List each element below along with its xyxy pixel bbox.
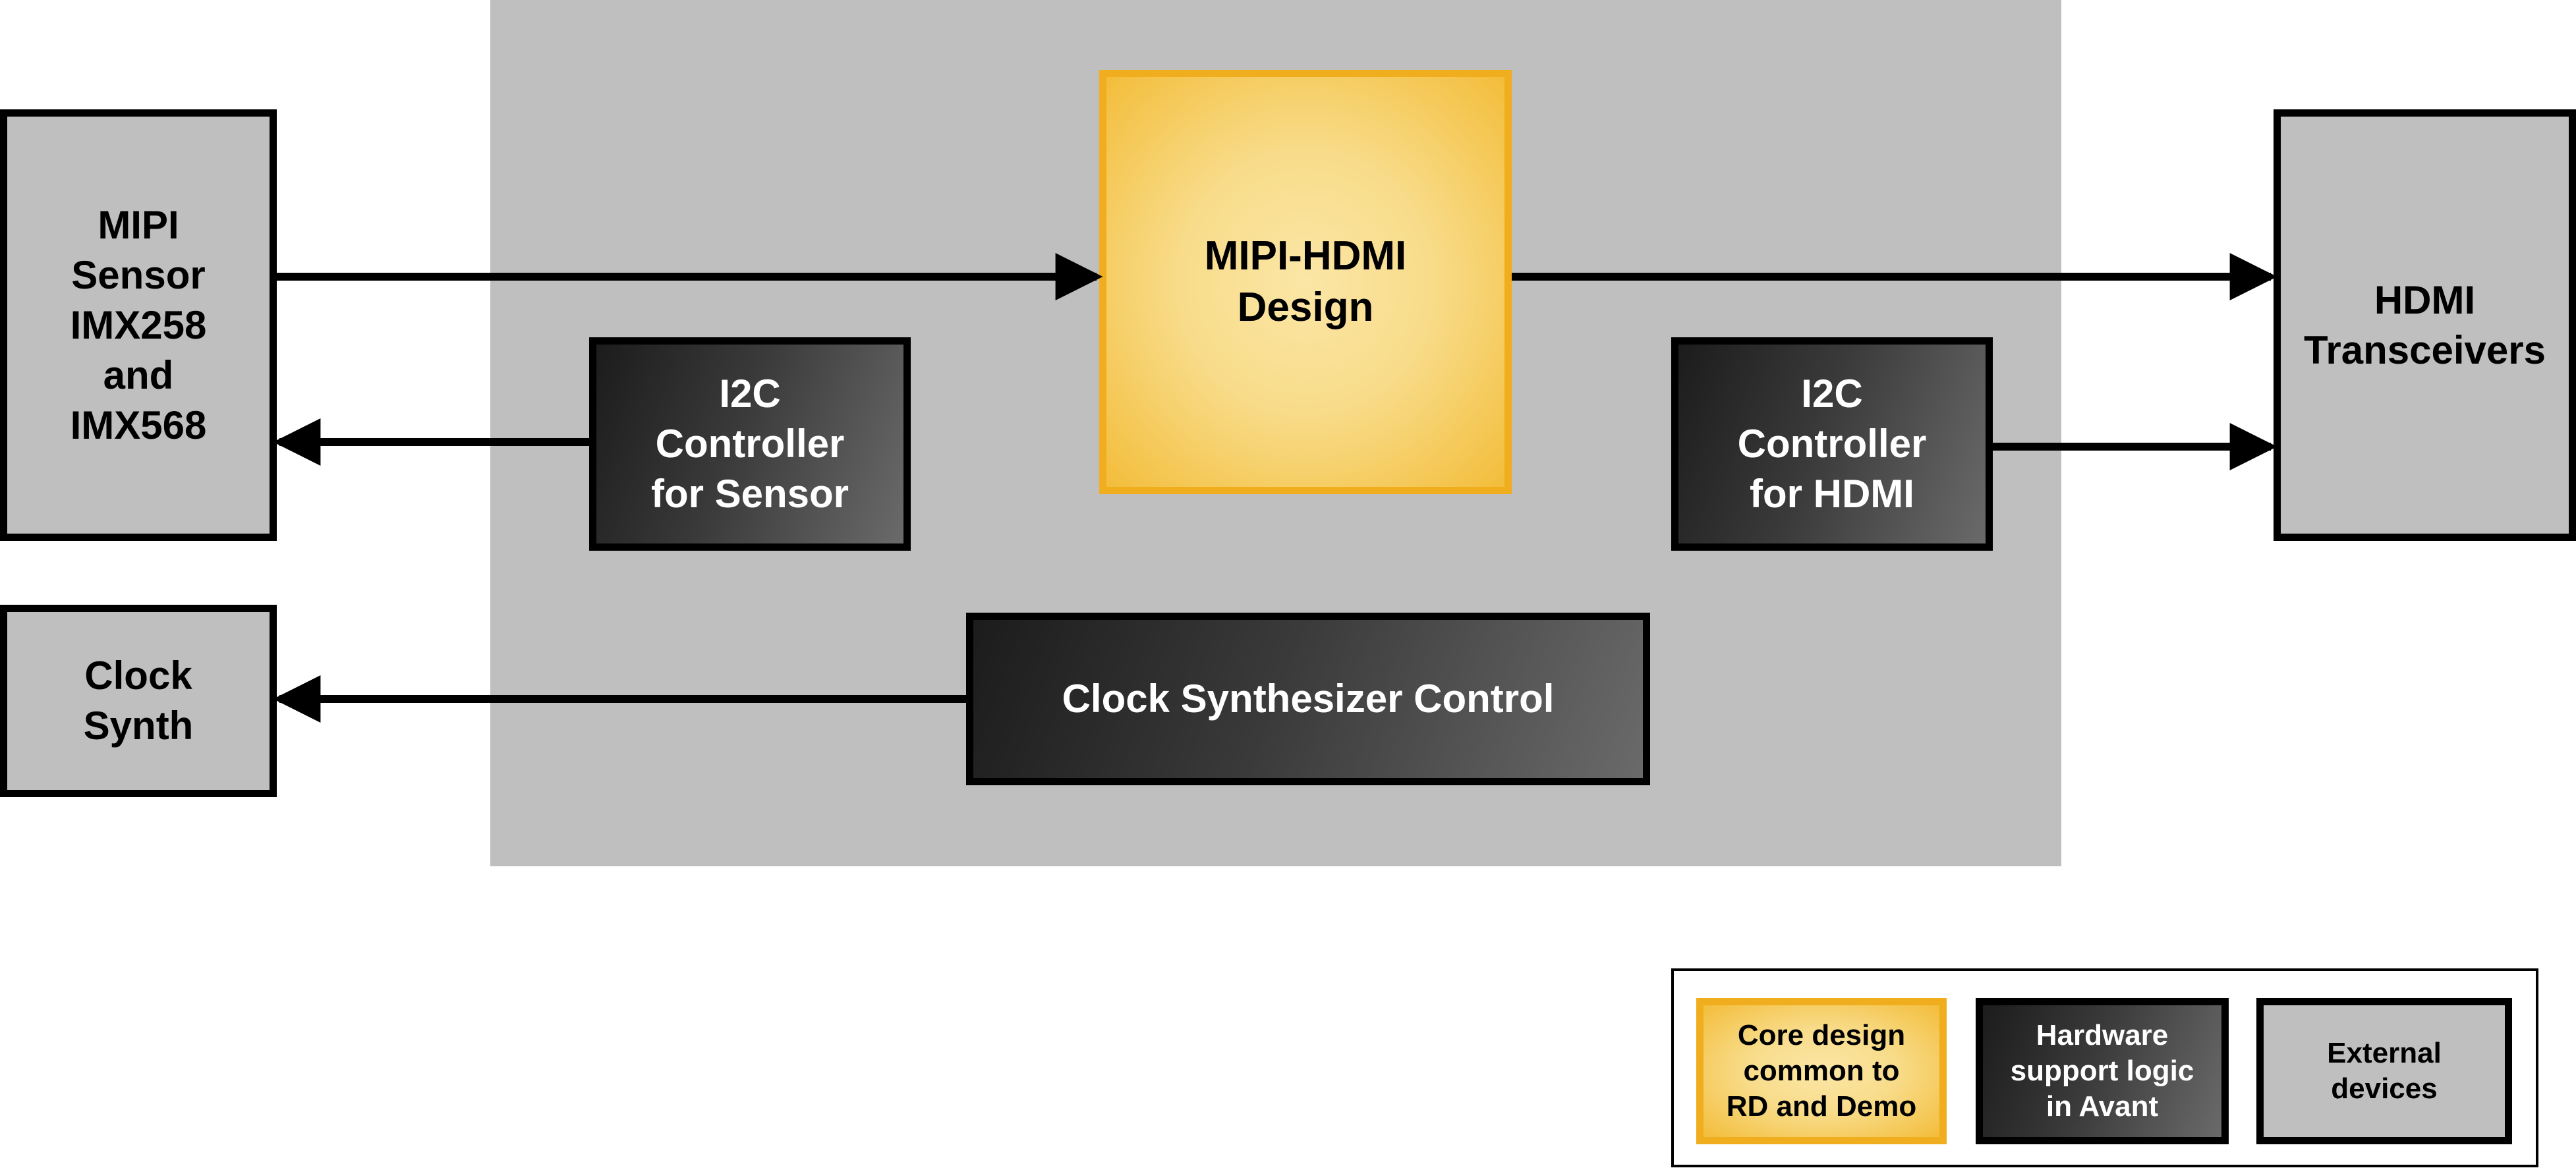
mipi-sensor-block: MIPI Sensor IMX258 and IMX568: [0, 109, 277, 541]
legend-core-design: Core design common to RD and Demo: [1696, 998, 1947, 1144]
legend-external-devices: External devices: [2256, 998, 2512, 1144]
clock-synth-block: Clock Synth: [0, 605, 277, 797]
i2c-controller-hdmi-block: I2C Controller for HDMI: [1671, 337, 1993, 551]
i2c-controller-sensor-block: I2C Controller for Sensor: [589, 337, 911, 551]
hdmi-transceivers-block: HDMI Transceivers: [2274, 109, 2576, 541]
clock-synthesizer-control-block: Clock Synthesizer Control: [966, 613, 1650, 785]
mipi-hdmi-design-block: MIPI-HDMI Design: [1099, 70, 1512, 494]
legend-hardware-support: Hardware support logic in Avant: [1976, 998, 2229, 1144]
